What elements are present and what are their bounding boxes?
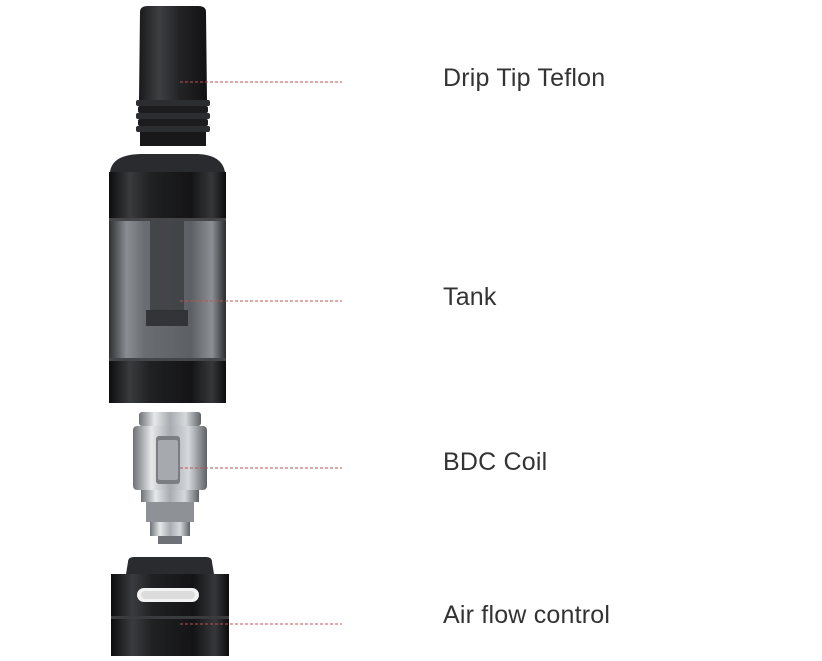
label-airflow: Air flow control [443, 601, 611, 629]
airflow-base-part [111, 557, 229, 656]
coil-part [133, 412, 207, 544]
label-drip-tip: Drip Tip Teflon [443, 64, 606, 92]
leader-lines [180, 81, 342, 625]
tank-part [109, 154, 226, 403]
label-tank: Tank [443, 283, 497, 311]
drip-tip-part [136, 6, 210, 146]
label-coil: BDC Coil [443, 448, 548, 476]
